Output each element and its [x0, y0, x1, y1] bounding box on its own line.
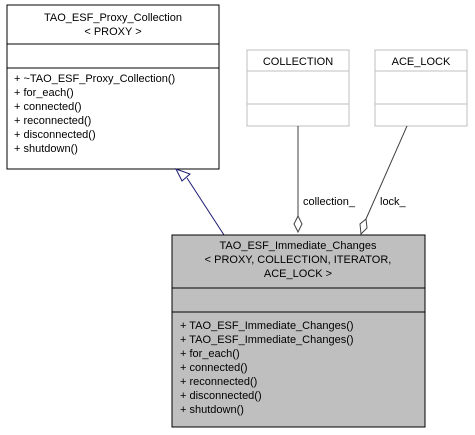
ace-lock-title: ACE_LOCK [392, 56, 451, 68]
immediate-changes-method: + connected() [180, 362, 248, 374]
immediate-changes-method: + shutdown() [180, 404, 244, 416]
collection-title: COLLECTION [263, 56, 333, 68]
immediate-changes-title-line-3: ACE_LOCK > [264, 268, 332, 280]
proxy-collection-method: + reconnected() [14, 115, 91, 127]
immediate-changes-method: + reconnected() [180, 376, 257, 388]
inheritance-arrow [174, 168, 225, 236]
proxy-collection-method: + connected() [14, 101, 82, 113]
proxy-collection-title-line-1: TAO_ESF_Proxy_Collection [44, 12, 182, 24]
immediate-changes-title-line-1: TAO_ESF_Immediate_Changes [220, 240, 377, 252]
immediate-changes-title-line-2: < PROXY, COLLECTION, ITERATOR, [205, 254, 392, 266]
class-box-ace-lock[interactable]: ACE_LOCK [374, 49, 468, 127]
immediate-changes-method: + TAO_ESF_Immediate_Changes() [180, 320, 354, 332]
immediate-changes-method: + for_each() [180, 348, 240, 360]
proxy-collection-method: + disconnected() [14, 129, 96, 141]
proxy-collection-method: + for_each() [14, 87, 74, 99]
proxy-collection-method: + ~TAO_ESF_Proxy_Collection() [14, 73, 175, 85]
class-box-collection[interactable]: COLLECTION [246, 49, 350, 127]
class-box-immediate-changes[interactable]: TAO_ESF_Immediate_Changes < PROXY, COLLE… [171, 234, 426, 428]
lock-label: lock_ [380, 196, 407, 208]
collection-label: collection_ [303, 196, 356, 208]
lock-aggregation-edge [359, 125, 408, 236]
proxy-collection-title-line-2: < PROXY > [84, 26, 141, 38]
proxy-collection-method: + shutdown() [14, 143, 78, 155]
immediate-changes-method: + TAO_ESF_Immediate_Changes() [180, 334, 354, 346]
class-box-proxy-collection[interactable]: TAO_ESF_Proxy_Collection < PROXY > + ~TA… [6, 4, 220, 170]
immediate-changes-method: + disconnected() [180, 390, 262, 402]
collection-aggregation-edge [293, 126, 303, 234]
